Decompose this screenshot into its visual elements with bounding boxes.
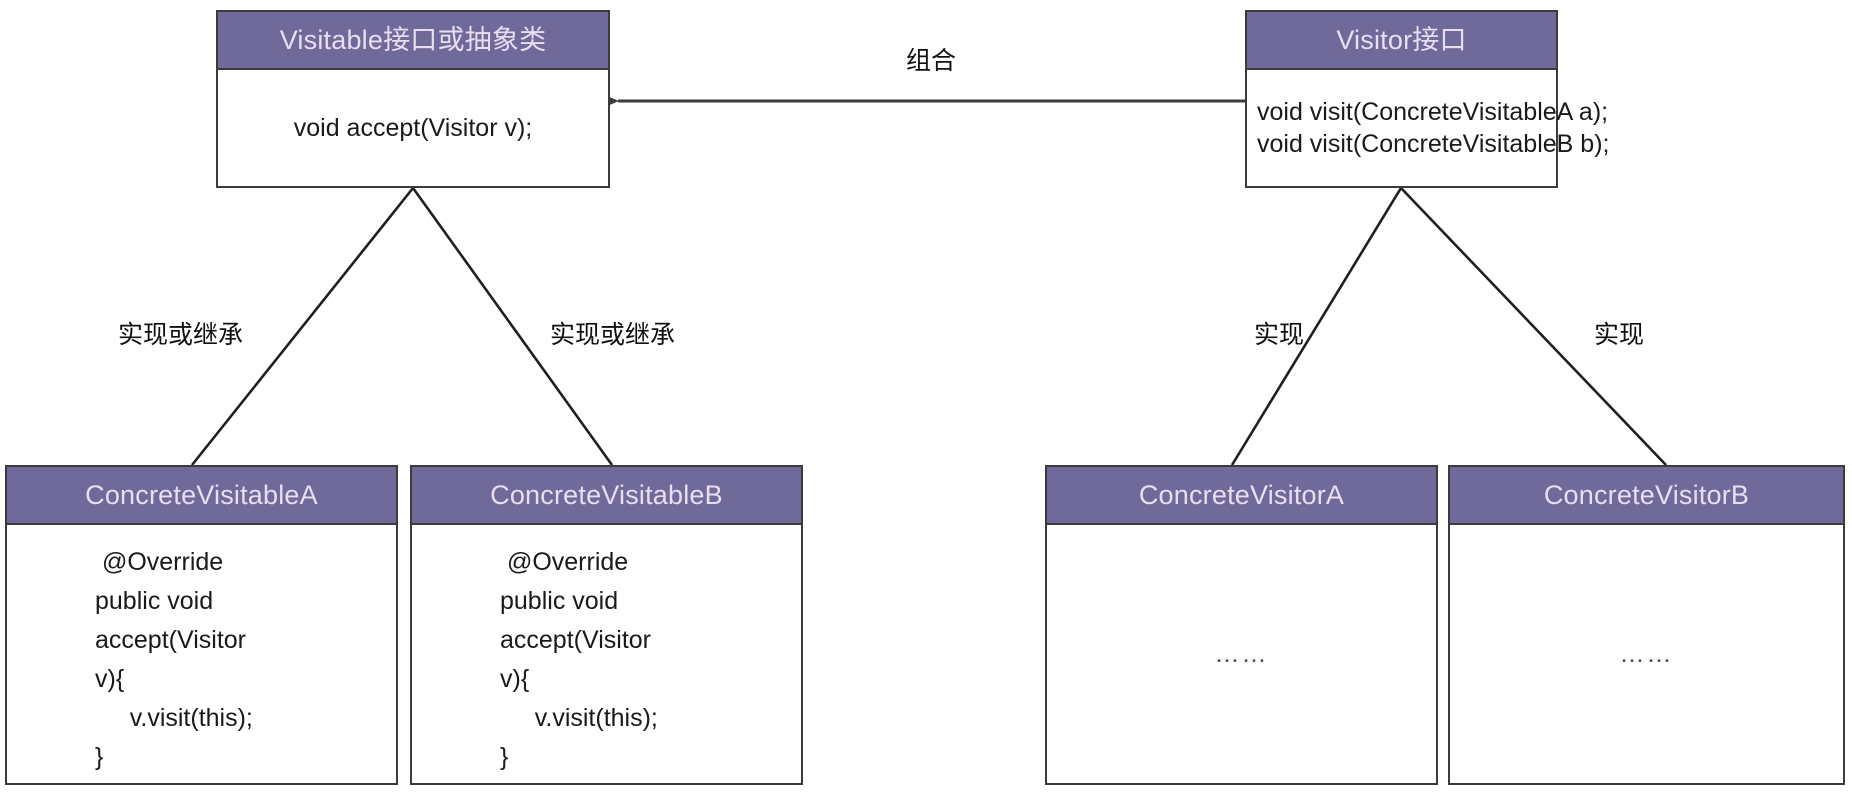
- class-members-visitor: void visit(ConcreteVisitableA a); void v…: [1247, 70, 1609, 186]
- edge-label-inherit-a: 实现或继承: [118, 321, 244, 349]
- edge-label-composition: 组合: [906, 47, 957, 75]
- class-title-visitor: Visitor接口: [1247, 12, 1556, 70]
- class-title-concrete-visitor-b: ConcreteVisitorB: [1450, 467, 1843, 525]
- edge-label-inherit-b: 实现或继承: [550, 321, 676, 349]
- class-body-concrete-visitor-a: ……: [1214, 639, 1269, 668]
- code-line: }: [95, 743, 104, 771]
- code-line: v.visit(this);: [500, 704, 658, 732]
- class-code-concrete-visitable-b: @Override public void accept(Visitor v){…: [412, 525, 801, 783]
- code-line: }: [500, 743, 509, 771]
- class-box-concrete-visitor-b[interactable]: ConcreteVisitorB ……: [1448, 465, 1845, 785]
- class-box-visitor[interactable]: Visitor接口 void visit(ConcreteVisitableA …: [1245, 10, 1609, 188]
- class-box-visitable[interactable]: Visitable接口或抽象类 void accept(Visitor v);: [216, 10, 610, 188]
- code-line: v){: [95, 665, 125, 693]
- member-signature: void accept(Visitor v);: [293, 114, 533, 142]
- class-title-visitable: Visitable接口或抽象类: [218, 12, 608, 70]
- class-box-concrete-visitable-b[interactable]: ConcreteVisitableB @Override public void…: [410, 465, 803, 785]
- class-box-concrete-visitor-a[interactable]: ConcreteVisitorA ……: [1045, 465, 1438, 785]
- code-line: v.visit(this);: [95, 704, 253, 732]
- code-line: @Override: [500, 548, 629, 576]
- code-line: @Override: [95, 548, 224, 576]
- class-box-concrete-visitable-a[interactable]: ConcreteVisitableA @Override public void…: [5, 465, 398, 785]
- edge-label-impl-b: 实现: [1594, 321, 1645, 349]
- code-line: public void: [95, 587, 214, 615]
- edge-label-impl-a: 实现: [1254, 321, 1305, 349]
- class-body-concrete-visitor-b: ……: [1619, 639, 1674, 668]
- code-line: v){: [500, 665, 530, 693]
- code-line: accept(Visitor: [95, 626, 246, 654]
- generalization-edges-left: [190, 187, 614, 466]
- class-members-visitable: void accept(Visitor v);: [218, 70, 608, 186]
- member-signature: void visit(ConcreteVisitableA a);: [1257, 98, 1609, 126]
- class-title-concrete-visitor-a: ConcreteVisitorA: [1047, 467, 1436, 525]
- class-code-concrete-visitable-a: @Override public void accept(Visitor v){…: [7, 525, 396, 783]
- class-title-concrete-visitable-a: ConcreteVisitableA: [7, 467, 396, 525]
- member-signature: void visit(ConcreteVisitableB b);: [1257, 130, 1610, 158]
- code-line: public void: [500, 587, 619, 615]
- code-line: accept(Visitor: [500, 626, 651, 654]
- class-title-concrete-visitable-b: ConcreteVisitableB: [412, 467, 801, 525]
